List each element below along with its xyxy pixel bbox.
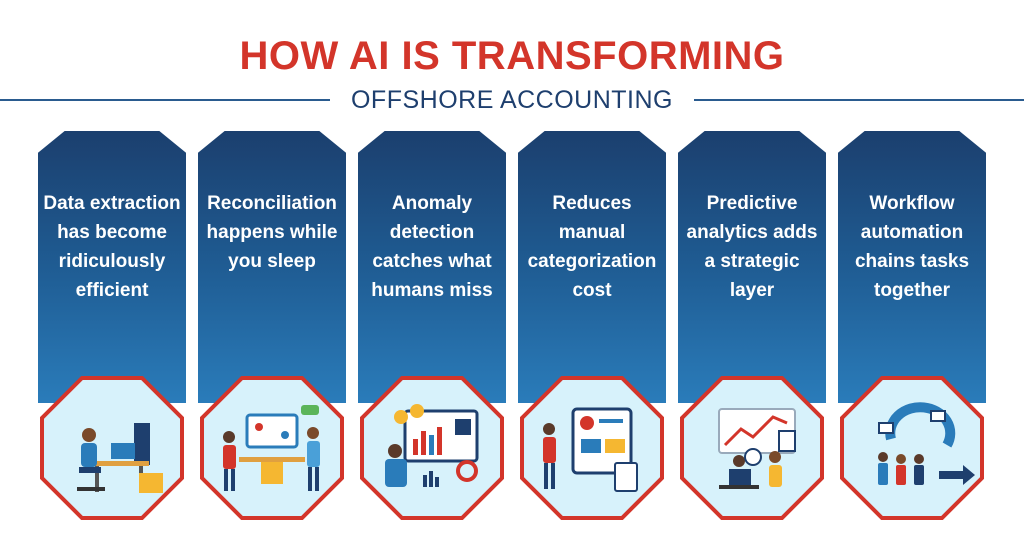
person-at-desk-icon bbox=[39, 375, 185, 521]
predictive-chart-icon bbox=[679, 375, 825, 521]
divider-left bbox=[0, 99, 330, 101]
card-reconciliation: Reconciliation happens while you sleep bbox=[198, 131, 346, 403]
card-text: Predictive analytics adds a strategic la… bbox=[686, 193, 818, 301]
card-text: Reduces manual categorization cost bbox=[527, 193, 657, 301]
card-workflow-automation: Workflow automation chains tasks togethe… bbox=[838, 131, 986, 403]
card-predictive-analytics: Predictive analytics adds a strategic la… bbox=[678, 131, 826, 403]
card-anomaly-detection: Anomaly detection catches what humans mi… bbox=[358, 131, 506, 403]
page-title: HOW AI IS TRANSFORMING bbox=[239, 34, 785, 78]
categorization-cost-icon bbox=[519, 375, 665, 521]
card-text: Workflow automation chains tasks togethe… bbox=[854, 193, 970, 301]
card-text: Anomaly detection catches what humans mi… bbox=[371, 193, 493, 301]
card-text: Reconciliation happens while you sleep bbox=[206, 193, 338, 272]
divider-right bbox=[694, 99, 1024, 101]
workflow-loop-icon bbox=[839, 375, 985, 521]
card-text: Data extraction has become ridiculously … bbox=[43, 193, 181, 301]
subtitle-row: OFFSHORE ACCOUNTING bbox=[0, 86, 1024, 116]
card-data-extraction: Data extraction has become ridiculously … bbox=[38, 131, 186, 403]
card-categorization-cost: Reduces manual categorization cost bbox=[518, 131, 666, 403]
anomaly-dashboard-icon bbox=[359, 375, 505, 521]
team-reconciliation-icon bbox=[199, 375, 345, 521]
page-subtitle: OFFSHORE ACCOUNTING bbox=[350, 86, 673, 114]
